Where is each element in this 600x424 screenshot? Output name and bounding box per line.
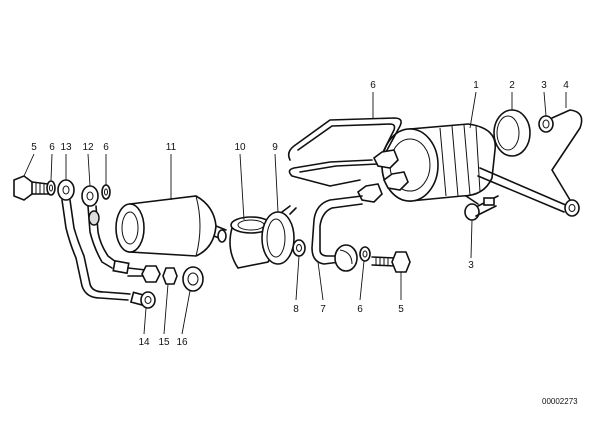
callout-label: 16: [176, 337, 188, 348]
callout-label: 13: [60, 142, 72, 153]
washer-part-6-mid: [101, 184, 111, 200]
callout-label: 7: [320, 304, 326, 315]
callout-label: 6: [103, 142, 109, 153]
callout-label: 4: [563, 80, 569, 91]
callout-label: 6: [370, 80, 376, 91]
washer-part-6-lower: [359, 246, 371, 262]
washer-part-8: [292, 239, 306, 257]
callout-label: 1: [473, 80, 479, 91]
callout-label: 8: [293, 304, 299, 315]
callout-label: 14: [138, 337, 150, 348]
callout-label: 9: [272, 142, 278, 153]
pump-ring-part-2: [493, 109, 531, 157]
callout-label: 5: [31, 142, 37, 153]
drawing-number: 00002273: [542, 397, 578, 406]
banjo-bolt-part-5-right: [371, 251, 411, 273]
nut-part-15: [162, 267, 178, 285]
callout-label: 3: [541, 80, 547, 91]
banjo-bolt-part-5-left: [13, 175, 49, 201]
callout-label: 5: [398, 304, 404, 315]
callout-label: 15: [158, 337, 170, 348]
fuel-pump-part-1: [381, 123, 497, 205]
hose-nipple-part-13: [57, 179, 131, 301]
callout-label: 6: [49, 142, 55, 153]
clamp-part-14: [140, 291, 156, 309]
cap-part-16: [182, 266, 204, 292]
callout-label: 10: [234, 142, 246, 153]
clamp-ring-part-9: [261, 205, 297, 265]
bracket-part-4: [477, 109, 583, 217]
callout-label: 12: [82, 142, 94, 153]
hose-clamp-part-3-top: [538, 115, 554, 133]
hose-clamp-part-3-bottom: [464, 195, 499, 221]
fuel-line-loop-part-6: [287, 117, 402, 187]
hose-clamp-part-12: [81, 185, 117, 269]
callout-label: 3: [468, 260, 474, 271]
callout-label: 2: [509, 80, 515, 91]
leader-lines: [23, 91, 567, 335]
callout-label: 6: [357, 304, 363, 315]
fuel-pipe-part-7: [311, 195, 363, 272]
pump-union-fittings: [356, 149, 409, 203]
callout-label: 11: [166, 142, 177, 153]
washer-part-6-left: [46, 180, 56, 196]
fuel-filter-part-11: [115, 195, 227, 257]
